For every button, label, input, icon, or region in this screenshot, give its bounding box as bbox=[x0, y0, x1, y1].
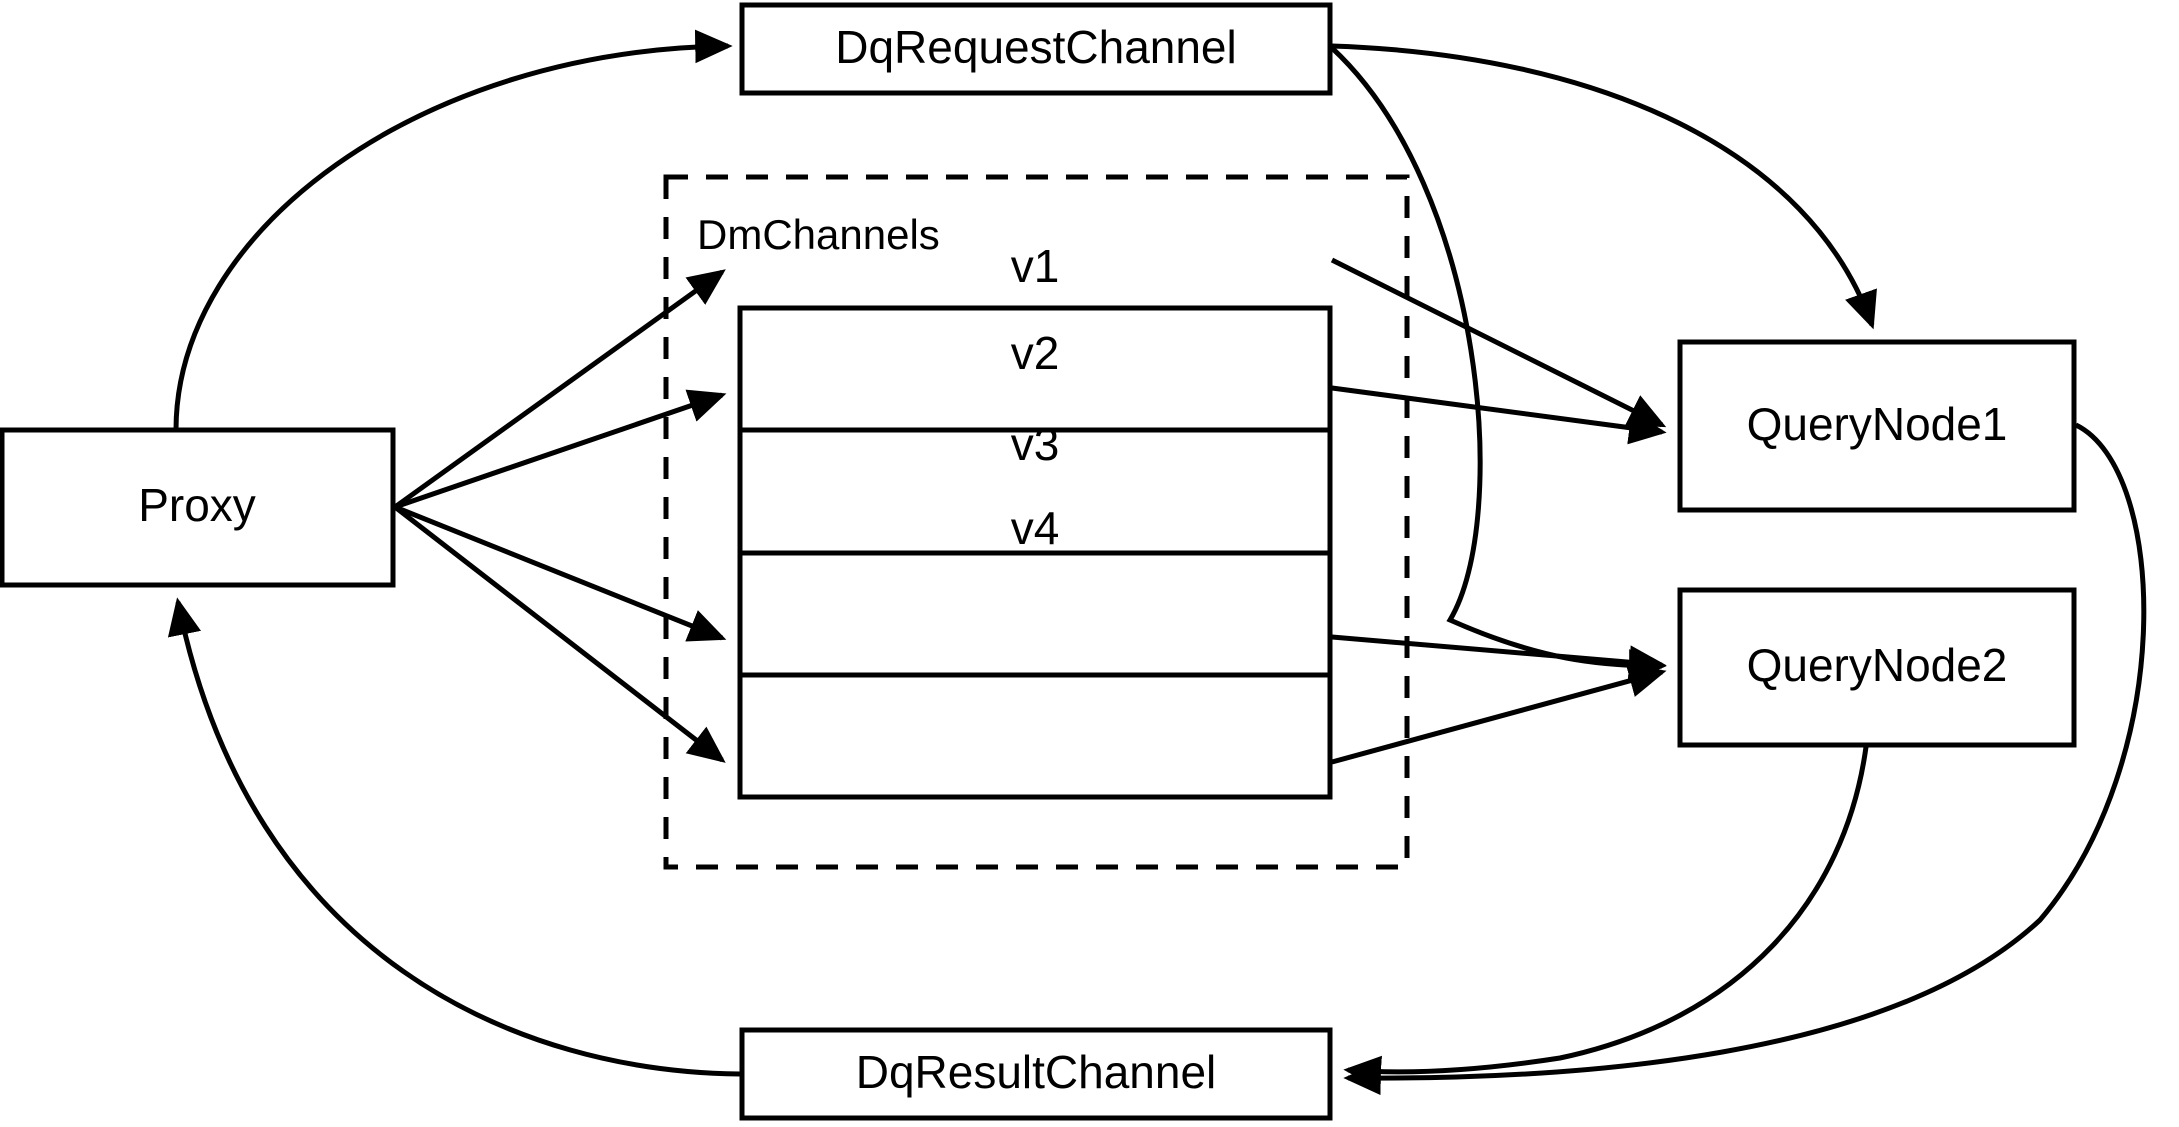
edge-proxy-to-v4 bbox=[393, 505, 726, 763]
node-proxy[interactable]: Proxy bbox=[0, 427, 396, 588]
edge-dq-request-channel-to-query-node-1 bbox=[1331, 43, 1877, 330]
edge-v3-to-query-node-2 bbox=[1331, 634, 1667, 680]
edge-v4-to-query-node-2 bbox=[1331, 664, 1667, 765]
edge-proxy-to-v3 bbox=[394, 504, 727, 642]
proxy-box[interactable] bbox=[0, 427, 396, 588]
edge-query-node-2-to-dq-result-channel bbox=[1343, 746, 1869, 1090]
channel-row-v1-label: v1 bbox=[1011, 240, 1060, 292]
group-dm-channels: DmChannels bbox=[663, 174, 1410, 870]
edge-v2-to-query-node-1 bbox=[1331, 385, 1667, 445]
edge-v1-to-query-node-1 bbox=[1330, 257, 1667, 428]
edge-proxy-to-v2 bbox=[394, 389, 727, 510]
channel-row-v4-label: v4 bbox=[1011, 502, 1060, 554]
dq-result-channel-box[interactable] bbox=[739, 1027, 1333, 1121]
channel-row-v3-label: v3 bbox=[1011, 418, 1060, 470]
node-query-node-2[interactable]: QueryNode2 bbox=[1677, 587, 2077, 748]
edge-proxy-to-v1 bbox=[393, 269, 726, 510]
dq-result-channel-label: DqResultChannel bbox=[856, 1046, 1217, 1098]
edge-proxy-to-dq-request-channel bbox=[173, 29, 733, 431]
dq-request-channel-box[interactable] bbox=[739, 2, 1333, 96]
edge-dq-request-channel-to-query-node-2 bbox=[1330, 46, 1667, 683]
channel-stack: v1 v2 v3 v4 bbox=[737, 240, 1333, 800]
dm-channels-label: DmChannels bbox=[697, 211, 940, 258]
query-node-2-box[interactable] bbox=[1677, 587, 2077, 748]
dq-request-channel-label: DqRequestChannel bbox=[835, 21, 1237, 73]
channel-row-v3[interactable] bbox=[742, 555, 1328, 675]
channel-row-v4[interactable] bbox=[742, 677, 1328, 795]
node-dq-request-channel[interactable]: DqRequestChannel bbox=[739, 2, 1333, 96]
edge-dq-result-channel-to-proxy bbox=[167, 597, 741, 1077]
edge-query-node-1-to-dq-result-channel bbox=[1343, 422, 2147, 1096]
query-node-2-label: QueryNode2 bbox=[1747, 639, 2008, 691]
channel-row-v2-label: v2 bbox=[1011, 327, 1060, 379]
proxy-label: Proxy bbox=[138, 479, 256, 531]
node-dq-result-channel[interactable]: DqResultChannel bbox=[739, 1027, 1333, 1121]
node-query-node-1[interactable]: QueryNode1 bbox=[1677, 339, 2077, 513]
query-node-1-label: QueryNode1 bbox=[1747, 398, 2008, 450]
dm-channels-dashed-border bbox=[663, 174, 1410, 870]
query-node-1-box[interactable] bbox=[1677, 339, 2077, 513]
